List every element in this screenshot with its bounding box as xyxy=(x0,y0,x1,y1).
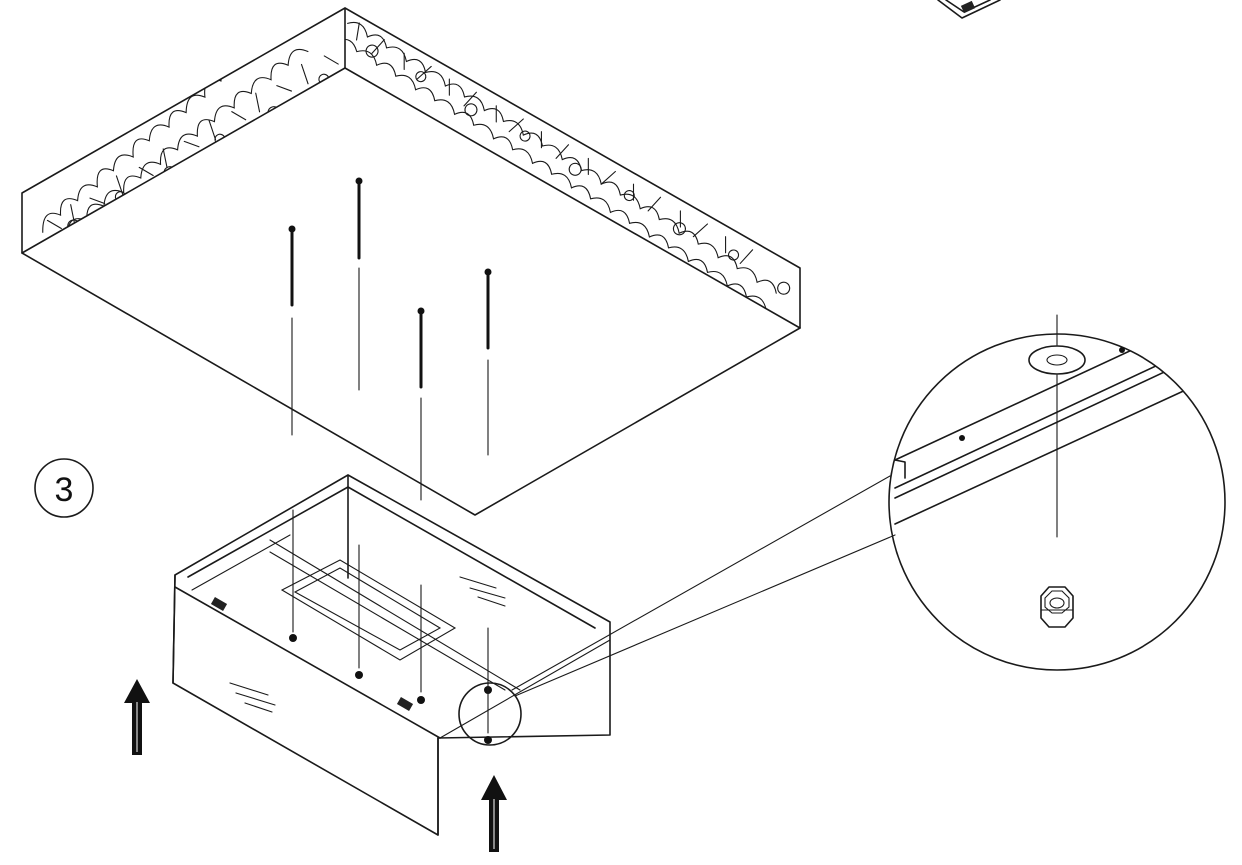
step-number: 3 xyxy=(55,471,74,509)
washer xyxy=(1028,345,1086,375)
ceiling-slab xyxy=(21,7,801,516)
up-arrow-icon xyxy=(124,679,150,755)
up-arrow-icon xyxy=(481,775,507,852)
partial-component-top-right xyxy=(937,0,1001,19)
slab-texture-right xyxy=(345,21,791,312)
hex-nut-icon xyxy=(1040,586,1074,628)
detail-callout-small xyxy=(458,475,896,746)
screw xyxy=(355,177,363,391)
housing-box xyxy=(172,474,611,836)
step-number-badge: 3 xyxy=(34,458,94,518)
detail-magnifier xyxy=(888,314,1226,671)
screws xyxy=(288,177,492,501)
texture-scribbles-right xyxy=(345,21,791,312)
texture-scribbles-left xyxy=(42,8,339,249)
screw xyxy=(417,307,425,501)
glare-marks xyxy=(229,576,506,713)
screw xyxy=(288,225,296,436)
slab-texture-left xyxy=(22,8,339,253)
screw xyxy=(484,268,492,456)
